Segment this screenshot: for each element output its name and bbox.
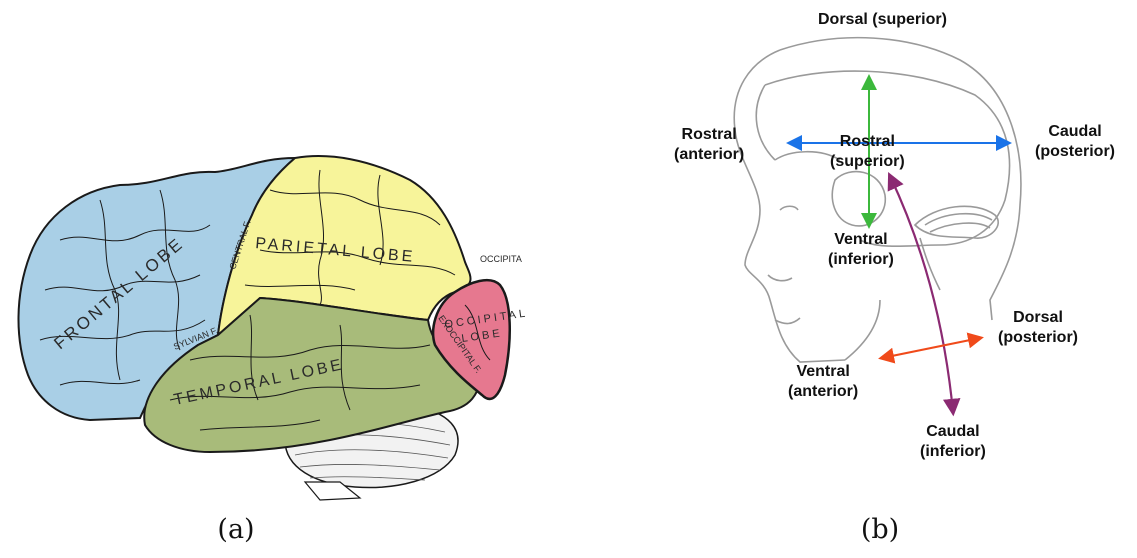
label-ventral-inferior: Ventral (inferior) xyxy=(828,230,894,270)
head-outline xyxy=(734,38,1021,362)
spinal-rostral-caudal-arrow xyxy=(890,176,953,412)
caption-b: (b) xyxy=(840,514,920,545)
spinal-dorsal-ventral-arrow xyxy=(882,338,980,358)
label-ventral-anterior: Ventral (anterior) xyxy=(788,362,858,402)
occipita-label: OCCIPITA xyxy=(480,254,522,264)
panel-anatomical-directions: Dorsal (superior) Rostral (anterior) Ros… xyxy=(580,0,1137,558)
panel-brain-lobes: FRONTAL LOBE PARIETAL LOBE TEMPORAL LOBE… xyxy=(0,0,560,558)
label-rostral-anterior: Rostral (anterior) xyxy=(674,125,744,165)
brain-illustration: FRONTAL LOBE PARIETAL LOBE TEMPORAL LOBE… xyxy=(0,0,560,510)
label-dorsal-superior: Dorsal (superior) xyxy=(818,10,947,30)
label-dorsal-posterior: Dorsal (posterior) xyxy=(998,308,1078,348)
label-rostral-superior: Rostral (superior) xyxy=(830,132,905,172)
caption-a: (a) xyxy=(196,514,276,545)
label-caudal-inferior: Caudal (inferior) xyxy=(920,422,986,462)
label-caudal-posterior: Caudal (posterior) xyxy=(1035,122,1115,162)
